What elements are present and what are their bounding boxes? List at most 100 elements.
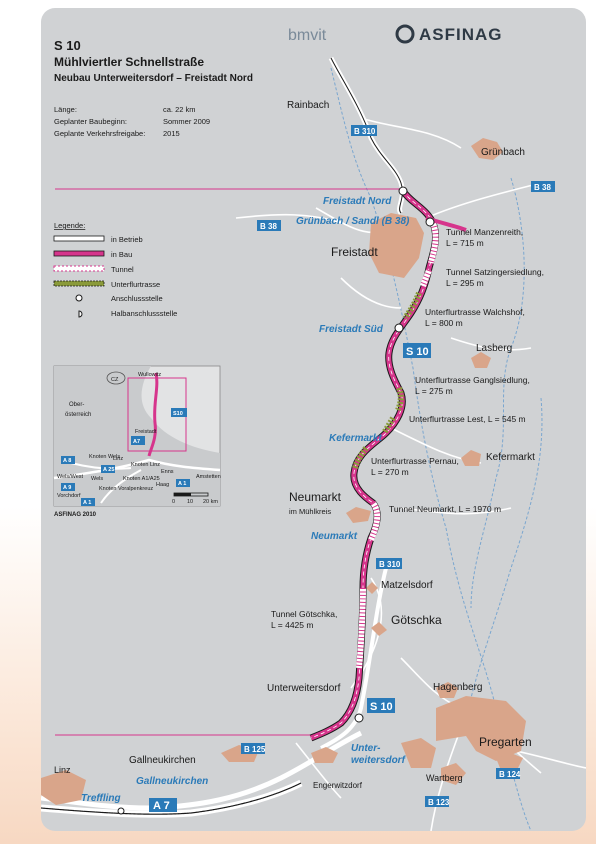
structure-5-len: L = 270 m [371,467,409,477]
structure-5-name: Unterflurtrasse Pernau, [371,456,459,466]
road-a7: A 7 [153,800,170,812]
inset-vorchdorf: Vorchdorf [57,493,81,499]
structure-3-len: L = 275 m [415,386,453,396]
road-b38-east: B 38 [534,183,551,192]
legend-swatch-unterflur [53,280,105,287]
legend-anschluss-icon [75,294,83,302]
info-label-1: Geplanter Baubeginn: [54,117,127,126]
road-b310: B 310 [354,127,376,136]
structure-2-name: Unterflurtrasse Walchshof, [425,307,525,317]
inset-freistadt: Freistadt [135,429,157,435]
place-engerwitzdorf: Engerwitzdorf [313,781,363,790]
inset-linz: Linz [113,456,123,462]
inset-map [53,365,221,507]
road-b125: B 125 [244,745,266,754]
header-road: S 10 [54,38,81,53]
place-freistadt: Freistadt [331,245,378,259]
structure-6-name: Tunnel Neumarkt, L = 1970 m [389,504,501,514]
place-goetschka: Götschka [391,613,442,627]
legend-swatch-bau [53,250,105,257]
inset-amstetten: Amstetten [196,474,221,480]
place-matzelsdorf: Matzelsdorf [381,580,433,591]
road-s10-north: S 10 [406,346,429,358]
inset-enns: Enns [161,469,174,475]
place-unterweitersdorf: Unterweitersdorf [267,683,341,694]
inset-scale-10: 10 [187,499,193,505]
junction-treffling: Treffling [81,793,121,804]
junction-neumarkt: Neumarkt [311,531,358,542]
junction-unterweitersdorf-1: Unter- [351,743,381,754]
legend-item-tunnel: Tunnel [111,265,134,274]
inset-a8: A 8 [63,458,71,464]
inset-knoten-linz: Knoten Linz [131,462,160,468]
info-value-0: ca. 22 km [163,105,196,114]
inset-a7: A7 [133,439,140,445]
inset-s10: S10 [173,411,183,417]
header-subtitle: Neubau Unterweitersdorf – Freistadt Nord [54,73,253,84]
legend-swatch-tunnel [53,265,105,272]
map-card: B 310 B 38 B 38 S 10 B 310 S 10 B 125 B … [41,8,586,831]
bmvit-logo: bmvit [288,27,327,44]
structure-7-name: Tunnel Götschka, [271,609,337,619]
legend-item-bau: in Bau [111,250,132,259]
info-label-0: Länge: [54,105,77,114]
inset-wullowitz: Wullowitz [138,372,161,378]
junction-gallneukirchen: Gallneukirchen [136,776,208,787]
road-b310-south: B 310 [379,560,401,569]
inset-a1-west: A 1 [83,500,91,506]
place-lasberg: Lasberg [476,343,512,354]
structure-3-name: Unterflurtrasse Ganglsiedlung, [415,375,530,385]
inset-region2: österreich [65,412,91,418]
inset-scale-0: 0 [172,499,175,505]
place-linz: Linz [54,765,71,775]
junction-gruenbach-sandl: Grünbach / Sandl (B 38) [296,216,410,227]
road-s10-south: S 10 [370,701,393,713]
legend-item-halbanschluss: Halbanschlussstelle [111,309,177,318]
place-rainbach: Rainbach [287,100,329,111]
asfinag-logo-icon [395,24,415,44]
inset-region1: Ober- [69,402,84,408]
structure-0-len: L = 715 m [446,238,484,248]
inset-haag: Haag [156,482,169,488]
legend-item-betrieb: in Betrieb [111,235,143,244]
legend-title: Legende: [54,221,85,230]
place-gallneukirchen: Gallneukirchen [129,755,196,766]
inset-knoten-wels: Knoten Wels [89,454,120,460]
road-b124: B 124 [499,770,521,779]
place-neumarkt-sub: im Mühlkreis [289,507,331,516]
junction-freistadt-sued: Freistadt Süd [319,324,384,335]
legend-swatch-betrieb [53,235,105,242]
info-label-2: Geplante Verkehrsfreigabe: [54,129,145,138]
inset-credit: ASFINAG 2010 [54,512,97,518]
structure-2-len: L = 800 m [425,318,463,328]
info-value-2: 2015 [163,129,180,138]
inset-a1-east: A 1 [178,481,186,487]
inset-wels: Wels [91,476,103,482]
structure-1-name: Tunnel Satzingersiedlung, [446,267,544,277]
place-neumarkt: Neumarkt [289,490,342,504]
inset-knoten-a1a25: Knoten A1/A25 [123,476,160,482]
inset-cz: CZ [111,377,119,383]
place-kefermarkt: Kefermarkt [486,452,535,463]
inset-a9: A 9 [63,485,71,491]
inset-scale-20: 20 km [203,499,218,505]
structure-0-name: Tunnel Manzenreith, [446,227,523,237]
asfinag-logo: ASFINAG [419,25,503,44]
legend-halbanschluss-icon [78,310,83,318]
structure-7-len: L = 4425 m [271,620,313,630]
junction-kefermarkt: Kefermarkt [329,433,382,444]
inset-wels-west: Wels/West [57,474,84,480]
map-canvas: B 310 B 38 B 38 S 10 B 310 S 10 B 125 B … [41,24,586,831]
legend-item-unterflur: Unterflurtrasse [111,280,160,289]
inset-a25: A 25 [103,467,114,473]
road-b38-west: B 38 [260,222,277,231]
structure-4-name: Unterflurtrasse Lest, L = 545 m [409,414,526,424]
junction-unterweitersdorf-2: weitersdorf [351,755,407,766]
header-name: Mühlviertler Schnellstraße [54,55,204,69]
inset-knoten-voralp: Knoten Voralpenkreuz [99,486,153,492]
place-gruenbach: Grünbach [481,147,525,158]
place-hagenberg: Hagenberg [433,682,482,693]
junction-freistadt-nord: Freistadt Nord [323,196,392,207]
legend-item-anschluss: Anschlussstelle [111,294,163,303]
info-value-1: Sommer 2009 [163,117,210,126]
